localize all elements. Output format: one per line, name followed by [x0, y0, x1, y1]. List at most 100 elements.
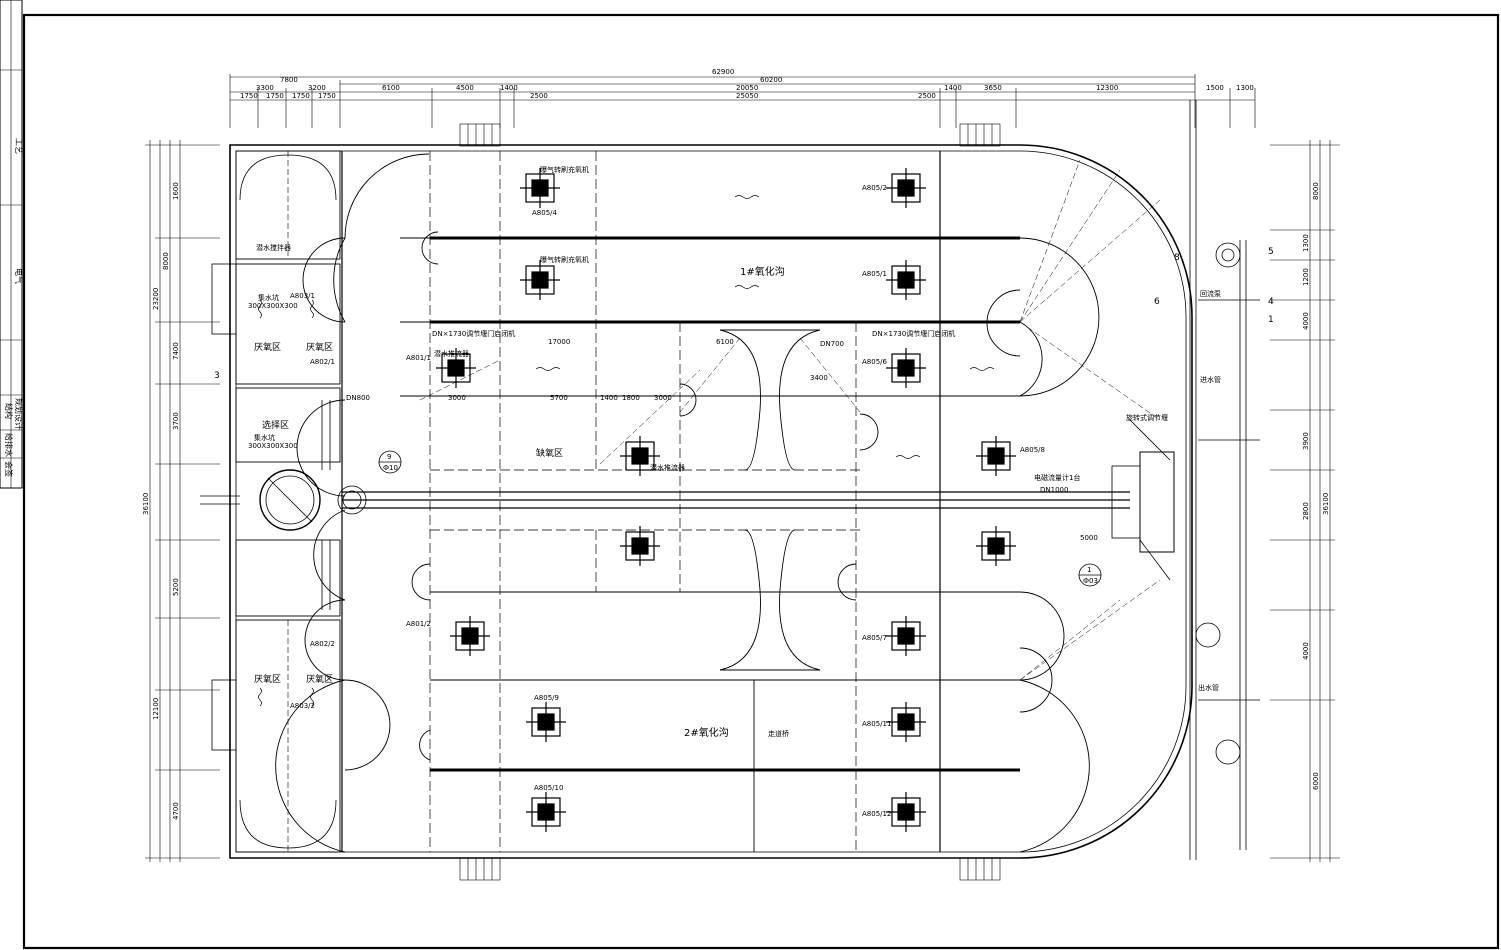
section-mark-c: 5	[1268, 247, 1274, 257]
aerator-unit	[886, 702, 926, 742]
label-pipe-dn-c: DN700	[820, 340, 844, 348]
aerator-unit	[886, 168, 926, 208]
label-aerator-1: 曝气转刷充氧机	[540, 165, 589, 174]
right-dimensions	[1270, 140, 1340, 862]
dim-left-c: 8000	[162, 252, 170, 270]
flow-meter-circle-top	[1215, 242, 1241, 268]
label-flow-meter: 电磁流量计1台	[1034, 473, 1080, 482]
aerator-unit	[620, 436, 660, 476]
water-symbols	[258, 195, 995, 707]
dim-left-b: 12100	[152, 698, 160, 720]
device-tag: A805/12	[862, 810, 891, 818]
device-tag: A801/2	[406, 620, 431, 628]
dim-inner-width: 60200	[760, 76, 782, 84]
dim-right-overall: 36100	[1322, 493, 1330, 515]
stairs	[459, 123, 1001, 881]
dim-right-b: 1300	[1302, 234, 1310, 252]
dim-left-a: 23200	[152, 288, 160, 310]
label-pipe-dn-b: DN1000	[1040, 486, 1068, 494]
intake-well	[259, 469, 321, 531]
inner-dim: 17000	[548, 338, 570, 346]
aerator-unit	[450, 616, 490, 656]
label-collection-tank-2: 集水坑	[254, 433, 275, 442]
label-weir-gate-right: DN×1730调节堰门启闭机	[872, 329, 955, 338]
dim-right-g: 4000	[1302, 642, 1310, 660]
label-aerator-2: 曝气转刷充氧机	[540, 255, 589, 264]
label-anaerobic-1: 厌氧区	[254, 341, 281, 353]
dim-left-d: 1600	[172, 182, 180, 200]
dim-top-s18: 1750	[292, 92, 310, 100]
dim-top-s7: 2500	[530, 92, 548, 100]
flow-meter-circle-bottom	[1215, 739, 1241, 765]
label-anaerobic-2: 厌氧区	[306, 341, 333, 353]
inner-dim: 3000	[448, 394, 466, 402]
section-mark-e: 1	[1268, 315, 1274, 325]
dim-top-s14: 1500	[1206, 84, 1224, 92]
inner-dim: 5700	[550, 394, 568, 402]
label-outlet-pipe: 出水管	[1198, 683, 1219, 692]
left-dimensions	[145, 140, 220, 862]
labels: 1#氧化沟 2#氧化沟 厌氧区 厌氧区 厌氧区 厌氧区 选择区 缺氧区 走道桥 …	[214, 165, 1274, 818]
device-tag: A805/11	[862, 720, 891, 728]
dim-top-s2: 3300	[256, 84, 274, 92]
aerator-unit	[526, 792, 566, 832]
section-mark-a: 3	[214, 371, 220, 381]
dim-left-e: 7400	[172, 342, 180, 360]
section-mark-d: 6	[1154, 297, 1160, 307]
aerator-unit	[520, 168, 560, 208]
right-pipework	[1078, 100, 1260, 860]
dim-right-d: 4000	[1302, 312, 1310, 330]
dim-top-s17: 1750	[266, 92, 284, 100]
dim-top-s9: 25050	[736, 92, 758, 100]
device-tag: A802/2	[310, 640, 335, 648]
circle-1-bottom: Ф10	[383, 464, 398, 472]
label-collection-tank-1: 集水坑	[258, 293, 279, 302]
aerator-unit	[976, 526, 1016, 566]
device-tag: A803/1	[290, 292, 315, 300]
title-cell-structure: 结构	[4, 403, 14, 419]
label-anaerobic-3: 厌氧区	[254, 673, 281, 685]
section-mark-b: 4	[1268, 297, 1274, 307]
title-cell-water: 给排水	[4, 433, 14, 457]
top-dim-texts: 62900 60200 7800 3300 3200 6100 4500 140…	[240, 68, 1254, 100]
label-anoxic: 缺氧区	[536, 447, 563, 459]
title-cell-planning: 规划设计	[14, 398, 24, 430]
device-tag: A805/10	[534, 784, 563, 792]
dim-top-s16: 1750	[240, 92, 258, 100]
oxidation-ditch-outer-wall-inner	[235, 150, 1187, 853]
label-anaerobic-4: 厌氧区	[306, 673, 333, 685]
dim-right-f: 2800	[1302, 502, 1310, 520]
aerator-unit	[886, 348, 926, 388]
dim-right-c: 1200	[1302, 268, 1310, 286]
label-ditch-1: 1#氧化沟	[740, 265, 785, 278]
inner-dim: 1800	[622, 394, 640, 402]
dim-top-s1: 7800	[280, 76, 298, 84]
inner-dim: 1400	[600, 394, 618, 402]
label-mixer-2: 潜水推流器	[650, 463, 685, 472]
inner-dim: 3000	[654, 394, 672, 402]
circle-2-bottom: Ф03	[1083, 577, 1098, 585]
drawing-frame	[22, 13, 1500, 950]
aerator-unit	[436, 348, 476, 388]
inner-dim: 3400	[810, 374, 828, 382]
device-tag: A803/2	[290, 702, 315, 710]
dim-top-s3: 3200	[308, 84, 326, 92]
dim-top-s8: 20050	[736, 84, 758, 92]
top-dimensions	[229, 74, 1256, 128]
label-rotary-weir: 旋转式调节堰	[1126, 413, 1168, 422]
dim-right-a: 8000	[1312, 182, 1320, 200]
label-walkway-bridge: 走道桥	[768, 729, 789, 738]
aerator-unit	[886, 260, 926, 300]
device-tag: A805/1	[862, 270, 887, 278]
dim-left-h: 4700	[172, 802, 180, 820]
label-submersible: 潜水搅拌器	[256, 243, 291, 252]
title-cell-sign: 会签	[4, 461, 14, 477]
right-dim-texts: 36100 8000 1300 1200 4000 3900 2800 4000…	[1302, 182, 1330, 790]
device-tag: A805/4	[532, 209, 558, 217]
left-dim-texts: 36100 23200 12100 8000 1600 7400 3700 52…	[142, 182, 180, 820]
dim-top-s12: 3650	[984, 84, 1002, 92]
label-weir-gate-left: DN×1730调节堰门启闭机	[432, 329, 515, 338]
flow-meter-circle-mid	[1195, 622, 1221, 648]
radial-lines	[419, 159, 1161, 681]
device-tag: A805/8	[1020, 446, 1045, 454]
